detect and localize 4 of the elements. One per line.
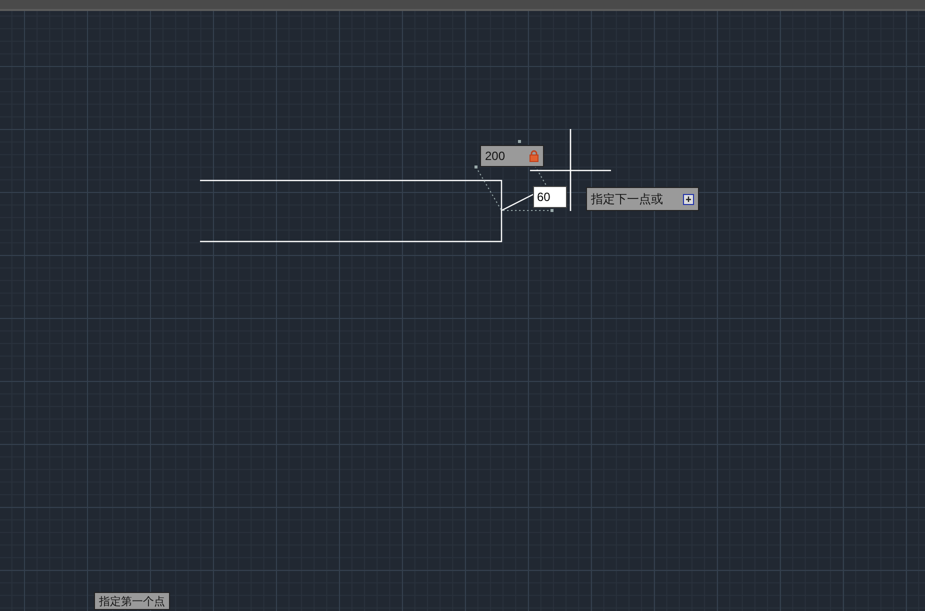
input-field: 60 [533,186,567,208]
prompt-text: 指定第一个点 [99,594,165,608]
prompt-text: 指定下一点或 [591,190,663,208]
length-value: 200 [485,149,506,163]
